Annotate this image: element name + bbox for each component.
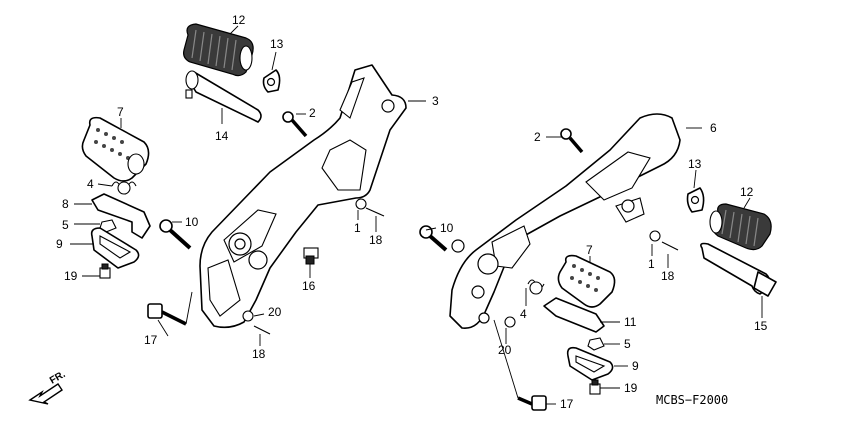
right-assembly bbox=[419, 113, 777, 411]
left-washer-20 bbox=[242, 310, 254, 322]
right-washer-1 bbox=[649, 230, 661, 242]
callout-left-10: 10 bbox=[185, 215, 199, 229]
left-assembly bbox=[81, 23, 407, 335]
callout-right-15: 15 bbox=[754, 319, 768, 333]
left-holder-8 bbox=[91, 193, 151, 239]
callout-right-7: 7 bbox=[586, 243, 593, 257]
left-main-bracket-3 bbox=[199, 64, 407, 329]
callout-left-18-lower: 18 bbox=[252, 347, 266, 361]
callout-left-8: 8 bbox=[62, 197, 69, 211]
left-cotter-pin-18 bbox=[365, 207, 385, 217]
callout-left-13: 13 bbox=[270, 37, 284, 51]
right-cotter-pin-18 bbox=[661, 241, 679, 251]
callout-left-14: 14 bbox=[215, 129, 229, 143]
right-footpeg-pin-15 bbox=[700, 242, 777, 297]
callout-right-6: 6 bbox=[710, 121, 717, 135]
callout-right-20: 20 bbox=[498, 343, 512, 357]
callout-right-12: 12 bbox=[740, 185, 754, 199]
right-washer-20 bbox=[504, 316, 516, 328]
left-nut-5 bbox=[99, 219, 117, 233]
left-footpeg-7 bbox=[81, 116, 150, 182]
callout-left-2: 2 bbox=[309, 106, 316, 120]
callout-right-17: 17 bbox=[560, 397, 574, 411]
left-bolt-19 bbox=[99, 263, 111, 279]
left-bolt-2 bbox=[282, 111, 308, 138]
right-bolt-17 bbox=[517, 395, 547, 411]
callout-left-1: 1 bbox=[354, 221, 361, 235]
callout-left-19: 19 bbox=[64, 269, 78, 283]
left-bolt-17 bbox=[147, 303, 187, 326]
right-bolt-2 bbox=[560, 128, 584, 154]
right-footpeg-7 bbox=[557, 254, 616, 308]
left-pin-16 bbox=[303, 247, 319, 265]
left-cotter-pin-18-lower bbox=[253, 325, 271, 335]
right-main-bracket-6 bbox=[449, 113, 681, 329]
callout-left-12: 12 bbox=[232, 13, 246, 27]
callout-right-19: 19 bbox=[624, 381, 638, 395]
callout-left-16: 16 bbox=[302, 279, 316, 293]
right-nut-5 bbox=[587, 337, 605, 351]
callout-left-3: 3 bbox=[432, 94, 439, 108]
callout-left-7: 7 bbox=[117, 105, 124, 119]
callout-left-17: 17 bbox=[144, 333, 158, 347]
front-arrow-icon bbox=[28, 383, 63, 405]
callout-right-5: 5 bbox=[624, 337, 631, 351]
left-bolt-10 bbox=[159, 219, 192, 250]
callout-left-20: 20 bbox=[268, 305, 282, 319]
callout-numbers: 12 13 14 2 3 7 4 8 5 9 19 10 1 18 16 17 … bbox=[56, 13, 768, 411]
right-plate-9 bbox=[566, 346, 614, 381]
right-bolt-19 bbox=[589, 379, 601, 395]
callout-right-10: 10 bbox=[440, 221, 454, 235]
left-washer-13 bbox=[262, 69, 281, 93]
callout-right-2: 2 bbox=[534, 130, 541, 144]
right-spring-4 bbox=[527, 279, 545, 295]
right-footpeg-rubber-12 bbox=[709, 203, 772, 251]
left-washer-1 bbox=[355, 198, 367, 210]
diagram-code: MCBS−F2000 bbox=[656, 393, 728, 407]
leader-lines bbox=[70, 25, 763, 405]
callout-right-4: 4 bbox=[520, 307, 527, 321]
callout-right-18: 18 bbox=[661, 269, 675, 283]
callout-right-11: 11 bbox=[624, 315, 637, 329]
callout-left-4: 4 bbox=[87, 177, 94, 191]
left-footpeg-rubber-12 bbox=[183, 23, 254, 77]
callout-right-13: 13 bbox=[688, 157, 702, 171]
front-direction-arrow: FR. bbox=[28, 369, 68, 405]
callout-left-9: 9 bbox=[56, 237, 63, 251]
direction-label: FR. bbox=[48, 369, 68, 387]
left-footpeg-pin-14 bbox=[185, 70, 262, 123]
left-spring-4 bbox=[111, 181, 137, 195]
right-holder-11 bbox=[543, 297, 605, 333]
callout-right-9: 9 bbox=[632, 359, 639, 373]
right-washer-13 bbox=[686, 187, 705, 213]
callout-left-5: 5 bbox=[62, 218, 69, 232]
left-plate-9 bbox=[90, 227, 140, 269]
callout-left-18: 18 bbox=[369, 233, 383, 247]
callout-right-1: 1 bbox=[648, 257, 655, 271]
